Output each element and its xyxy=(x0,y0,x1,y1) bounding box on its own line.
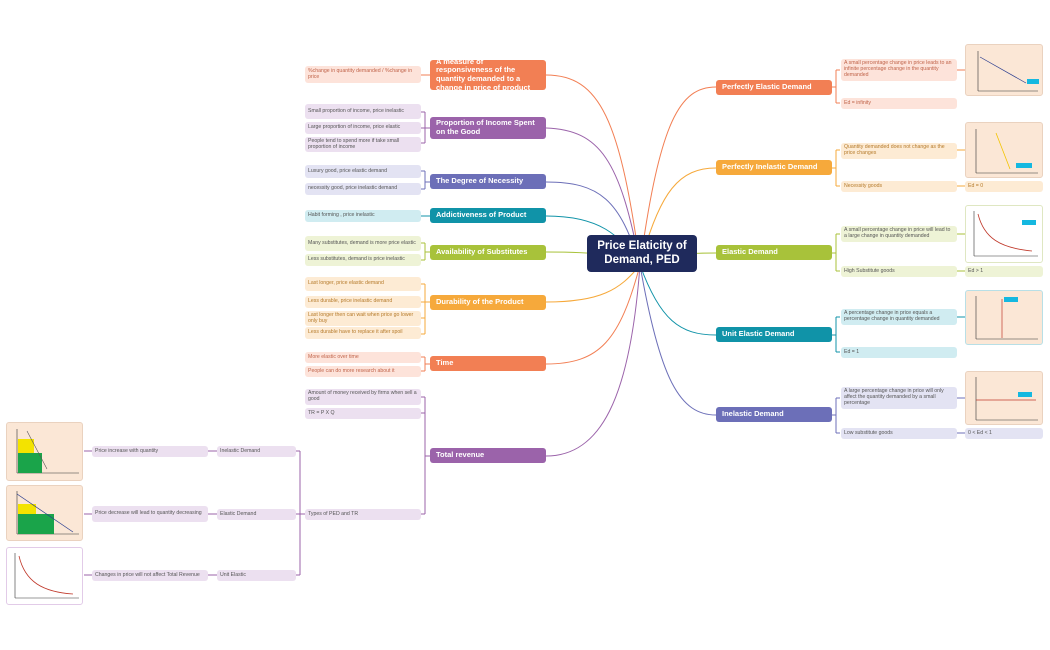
graph-thumb-perfectly-elastic[interactable] xyxy=(965,44,1043,96)
topic-perfectly-elastic[interactable]: Perfectly Elastic Demand xyxy=(716,80,832,95)
tr-effect-elastic[interactable]: Price decrease will lead to quantity dec… xyxy=(92,506,208,522)
note-ed-zero[interactable]: Ed = 0 xyxy=(965,181,1043,192)
note-less-substitutes[interactable]: Less substitutes, demand is price inelas… xyxy=(305,254,421,266)
note-unit-def[interactable]: A percentage change in price equals a pe… xyxy=(841,309,957,325)
central-title-line2: Demand, PED xyxy=(604,253,680,266)
graph-thumb-unit-elastic[interactable] xyxy=(965,290,1043,345)
topic-addictiveness[interactable]: Addictiveness of Product xyxy=(430,208,546,223)
note-tr-formula[interactable]: TR = P X Q xyxy=(305,408,421,419)
graph-thumb-elastic[interactable] xyxy=(965,205,1043,263)
graph-thumb-perfectly-inelastic[interactable] xyxy=(965,122,1043,178)
topic-time[interactable]: Time xyxy=(430,356,546,371)
note-income-large[interactable]: Large proportion of income, price elasti… xyxy=(305,122,421,134)
tr-type-elastic[interactable]: Elastic Demand xyxy=(217,509,296,520)
topic-necessity[interactable]: The Degree of Necessity xyxy=(430,174,546,189)
topic-inelastic-demand[interactable]: Inelastic Demand xyxy=(716,407,832,422)
note-income-spend[interactable]: People tend to spend more if take small … xyxy=(305,137,421,152)
graph-thumb-inelastic[interactable] xyxy=(965,371,1043,425)
note-low-substitute[interactable]: Low substitute goods xyxy=(841,428,957,439)
note-wait-lower[interactable]: Last longer then can wait when price go … xyxy=(305,311,421,326)
perfectly-elastic-graph xyxy=(977,51,1039,92)
note-ed-one[interactable]: Ed = 1 xyxy=(841,347,957,358)
tr-type-unit[interactable]: Unit Elastic xyxy=(217,570,296,581)
note-many-substitutes[interactable]: Many substitutes, demand is more price e… xyxy=(305,236,421,251)
note-high-substitute[interactable]: High Substitute goods xyxy=(841,266,957,277)
note-inelastic-def[interactable]: A large percentage change in price will … xyxy=(841,387,957,409)
note-types-ped-tr[interactable]: Types of PED and TR xyxy=(305,509,421,520)
elastic-tr-graph xyxy=(16,491,79,535)
note-necessity[interactable]: necessity good, price inelastic demand xyxy=(305,183,421,195)
note-less-durable[interactable]: Less durable, price inelastic demand xyxy=(305,296,421,308)
tr-effect-inelastic[interactable]: Price increase with quantity xyxy=(92,446,208,457)
inelastic-graph xyxy=(975,377,1038,421)
tr-type-inelastic[interactable]: Inelastic Demand xyxy=(217,446,296,457)
inelastic-tr-graph xyxy=(16,429,79,474)
note-ed-greater-one[interactable]: Ed > 1 xyxy=(965,266,1043,277)
unit-elastic-graph xyxy=(975,296,1038,340)
note-ed-infinity[interactable]: Ed = infinity xyxy=(841,98,957,109)
tr-effect-unit[interactable]: Changes in price will not affect Total R… xyxy=(92,570,208,581)
note-tr-definition[interactable]: Amount of money received by firms when s… xyxy=(305,389,421,405)
graph-thumb-inelastic-tr[interactable] xyxy=(6,422,83,481)
perfectly-inelastic-graph xyxy=(975,129,1038,174)
topic-unit-elastic[interactable]: Unit Elastic Demand xyxy=(716,327,832,342)
graph-thumb-elastic-tr[interactable] xyxy=(6,485,83,541)
note-habit[interactable]: Habit forming , price inelastic xyxy=(305,210,421,222)
central-topic[interactable]: Price Elaticity of Demand, PED xyxy=(587,235,697,272)
note-perfectly-elastic-def[interactable]: A small percentage change in price leads… xyxy=(841,59,957,81)
note-research[interactable]: People can do more research about it xyxy=(305,366,421,377)
note-replace[interactable]: Less durable have to replace it after sp… xyxy=(305,327,421,339)
note-ped-formula[interactable]: %change in quantity demanded / %change i… xyxy=(305,66,421,83)
note-elastic-def[interactable]: A small percentage change in price will … xyxy=(841,226,957,242)
topic-perfectly-inelastic[interactable]: Perfectly Inelastic Demand xyxy=(716,160,832,175)
note-last-longer[interactable]: Last longer, price elastic demand xyxy=(305,277,421,291)
topic-total-revenue[interactable]: Total revenue xyxy=(430,448,546,463)
note-necessity-goods[interactable]: Necessity goods xyxy=(841,181,957,192)
graph-thumb-unit-tr[interactable] xyxy=(6,547,83,605)
note-more-elastic-time[interactable]: More elastic over time xyxy=(305,352,421,363)
note-income-small[interactable]: Small proportion of income, price inelas… xyxy=(305,104,421,119)
topic-elastic-demand[interactable]: Elastic Demand xyxy=(716,245,832,260)
note-ed-between[interactable]: 0 < Ed < 1 xyxy=(965,428,1043,439)
elastic-graph xyxy=(973,211,1038,257)
note-luxury[interactable]: Luxury good, price elastic demand xyxy=(305,165,421,178)
topic-durability[interactable]: Durability of the Product xyxy=(430,295,546,310)
note-perfectly-inelastic-def[interactable]: Quantity demanded does not change as the… xyxy=(841,143,957,159)
central-title-line1: Price Elaticity of xyxy=(597,240,687,253)
unit-tr-graph xyxy=(14,553,79,599)
topic-income-proportion[interactable]: Proportion of Income Spent on the Good xyxy=(430,117,546,139)
topic-substitutes[interactable]: Availability of Substitutes xyxy=(430,245,546,260)
topic-measure[interactable]: A measure of responsiveness of the quant… xyxy=(430,60,546,90)
